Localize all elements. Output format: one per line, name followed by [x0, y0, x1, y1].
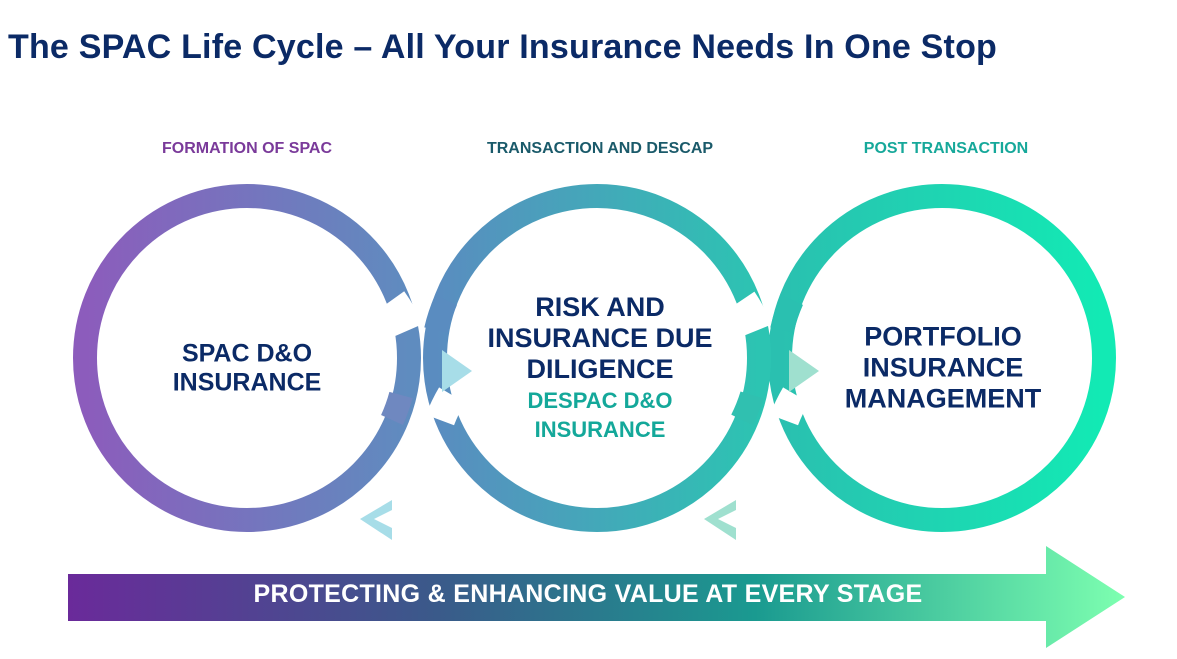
chevron-right-icon — [789, 350, 819, 392]
chevron-left-icon — [360, 500, 392, 540]
stage-label-transaction: TRANSACTION AND DESCAP — [486, 140, 714, 157]
transaction-sub: DESPAC D&O INSURANCE — [487, 387, 712, 444]
transaction-line: RISK AND — [535, 291, 665, 322]
stage-label-formation: FORMATION OF SPAC — [161, 140, 333, 157]
formation-content: SPAC D&O INSURANCE — [173, 339, 322, 397]
post-transaction-line: MANAGEMENT — [844, 383, 1042, 414]
value-banner-arrow — [68, 546, 1125, 648]
ring-post-transaction — [768, 184, 1116, 532]
chevron-left-icon — [704, 500, 736, 540]
ring-gap — [729, 291, 772, 336]
page-title: The SPAC Life Cycle – All Your Insurance… — [8, 28, 998, 66]
post-transaction-line: PORTFOLIO — [864, 321, 1022, 352]
ring-overlap-arc — [770, 295, 804, 333]
ring-transaction — [423, 184, 771, 532]
transaction-sub-line: DESPAC D&O — [527, 387, 673, 413]
transaction-line: DILIGENCE — [526, 353, 674, 384]
value-banner-label: PROTECTING & ENHANCING VALUE AT EVERY ST… — [253, 580, 923, 608]
post-transaction-content: PORTFOLIO INSURANCE MANAGEMENT — [845, 321, 1042, 414]
ring-overlap-arc — [380, 391, 413, 425]
ring-formation — [73, 184, 421, 532]
transaction-line: INSURANCE DUE — [487, 322, 713, 353]
formation-line: SPAC D&O — [181, 339, 313, 368]
transaction-content: RISK AND INSURANCE DUE DILIGENCE DESPAC … — [487, 292, 712, 444]
ring-overlap-arc — [424, 295, 458, 333]
ring-overlap-arc — [731, 391, 764, 426]
ring-gap — [425, 387, 466, 426]
chevron-right-icon — [442, 350, 472, 392]
ring-gap — [769, 387, 810, 426]
ring-gap — [379, 291, 423, 337]
formation-line: INSURANCE — [172, 368, 322, 396]
transaction-sub-line: INSURANCE — [534, 416, 666, 442]
stage-label-post-transaction: POST TRANSACTION — [863, 140, 1029, 157]
post-transaction-line: INSURANCE — [862, 352, 1024, 383]
